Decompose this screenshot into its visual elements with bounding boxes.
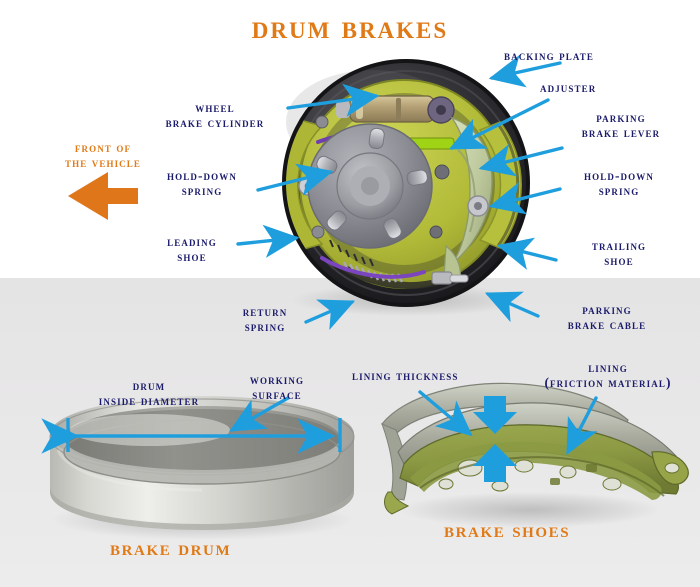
callout-backing-plate: Backing plate — [504, 48, 594, 63]
callout-leading-shoe-line1: Leading — [167, 234, 217, 249]
callout-hold-down-spring-right-line2: spring — [598, 183, 640, 198]
callout-lining-friction-line2: (friction material) — [544, 375, 672, 390]
callout-leading-shoe: Leading shoe — [132, 234, 252, 264]
callout-lining-thickness: Lining thickness — [352, 368, 459, 383]
callout-lining-friction: Lining (friction material) — [520, 360, 696, 390]
front-of-vehicle-line2: the vehicle — [65, 155, 141, 170]
callout-return-spring-line1: Return — [242, 304, 288, 319]
callout-drum-inside-diameter: Drum inside diameter — [74, 378, 224, 408]
callout-working-surface-line2: surface — [252, 387, 302, 402]
callout-hold-down-spring-right-line1: Hold-down — [584, 168, 654, 183]
callout-hold-down-spring-left: Hold-down spring — [134, 168, 270, 198]
callout-hold-down-spring-left-line2: spring — [181, 183, 223, 198]
callout-hold-down-spring-right: Hold-down spring — [554, 168, 684, 198]
callout-working-surface: Working surface — [222, 372, 332, 402]
callout-drum-inside-diameter-line2: inside diameter — [98, 393, 200, 408]
callout-lining-friction-line1: Lining — [588, 360, 628, 375]
callout-parking-brake-lever-line1: Parking — [596, 110, 646, 125]
callout-return-spring: Return spring — [210, 304, 320, 334]
callout-parking-brake-cable-line2: brake cable — [567, 317, 647, 332]
callout-wheel-brake-cylinder: Wheel brake cylinder — [140, 100, 290, 130]
callout-adjuster: Adjuster — [540, 80, 596, 95]
callout-return-spring-line2: spring — [244, 319, 286, 334]
callout-parking-brake-cable: Parking brake cable — [534, 302, 680, 332]
callout-leading-shoe-line2: shoe — [177, 249, 207, 264]
front-of-vehicle-note: Front of the vehicle — [28, 140, 178, 170]
callout-hold-down-spring-left-line1: Hold-down — [167, 168, 237, 183]
callout-wheel-brake-cylinder-line1: Wheel — [195, 100, 235, 115]
callout-trailing-shoe-line2: shoe — [604, 253, 634, 268]
callout-wheel-brake-cylinder-line2: brake cylinder — [165, 115, 265, 130]
drum-brake-assembly-photo — [282, 59, 530, 316]
callout-parking-brake-lever: Parking brake lever — [556, 110, 686, 140]
callout-drum-inside-diameter-line1: Drum — [132, 378, 166, 393]
callout-trailing-shoe: Trailing shoe — [556, 238, 682, 268]
brake-drum-photo — [49, 396, 355, 540]
brake-shoes-caption: Brake shoes — [444, 518, 571, 542]
callout-working-surface-line1: Working — [249, 372, 305, 387]
front-of-vehicle-line1: Front of — [74, 140, 132, 155]
callout-adjuster-line1: Adjuster — [540, 80, 597, 95]
page-title: Drum brakes — [251, 10, 449, 46]
brake-drum-caption: Brake drum — [110, 536, 232, 560]
callout-trailing-shoe-line1: Trailing — [591, 238, 647, 253]
callout-parking-brake-lever-line2: brake lever — [581, 125, 661, 140]
callout-backing-plate-line1: Backing plate — [504, 48, 595, 63]
callout-lining-thickness-line1: Lining thickness — [352, 368, 459, 383]
brake-shoes-photo — [381, 382, 689, 528]
callout-parking-brake-cable-line1: Parking — [582, 302, 632, 317]
